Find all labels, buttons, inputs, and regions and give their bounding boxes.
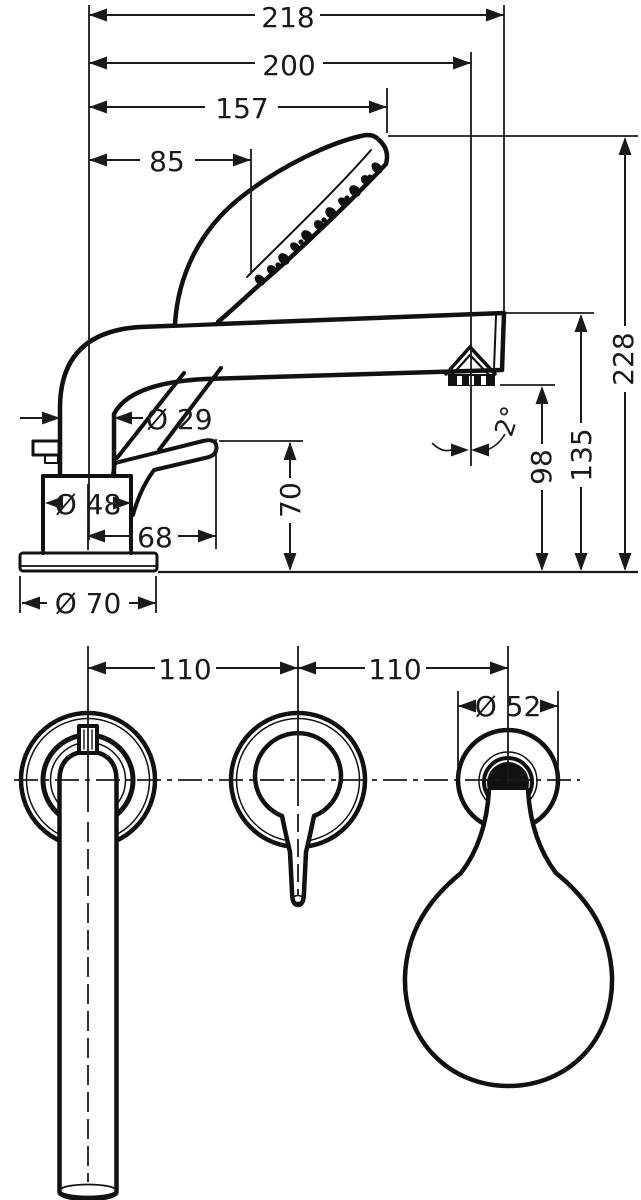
dim-spout-pipe-diameter-label: Ø 29 xyxy=(146,403,213,436)
dim-overall-width: 218 xyxy=(89,1,504,34)
hand-shower-hose xyxy=(115,366,223,460)
lever-rosette-top xyxy=(402,727,615,1089)
spout-pipe-opening xyxy=(58,1183,118,1198)
dim-spacing-left-label: 110 xyxy=(158,653,211,686)
dim-overall-width-label: 218 xyxy=(261,1,314,34)
dim-lever-height-label: 70 xyxy=(274,482,307,518)
dim-spout-pipe-diameter: Ø 29 xyxy=(20,403,213,436)
dim-lever-height: 70 xyxy=(274,442,307,571)
top-view xyxy=(18,710,615,1200)
hand-shower xyxy=(172,132,390,327)
hand-shower-face-line xyxy=(246,149,372,278)
dim-lever-reach-label: 68 xyxy=(137,521,173,554)
dim-body-diameter: Ø 48 xyxy=(45,488,131,521)
dim-overall-height-label: 228 xyxy=(607,332,640,385)
spout-flow-chevron xyxy=(444,345,497,376)
side-view xyxy=(18,132,507,573)
spout xyxy=(57,310,507,479)
dim-spout-angle: 2° xyxy=(431,403,528,457)
dim-aerator-clearance: 98 xyxy=(525,386,558,571)
dim-spacing-left: 110 xyxy=(88,653,298,686)
base-plate xyxy=(18,551,159,573)
extension-lines xyxy=(19,5,638,613)
dim-to-aerator: 200 xyxy=(89,49,471,82)
faucet-body xyxy=(41,474,133,555)
dim-base-plate-diameter-label: Ø 70 xyxy=(55,587,122,620)
dim-spout-top-height: 135 xyxy=(565,314,598,571)
dim-base-plate-diameter: Ø 70 xyxy=(22,587,156,620)
dim-to-shower-pivot: 85 xyxy=(89,145,251,178)
spout-end-face xyxy=(493,315,497,370)
dim-aerator-clearance-label: 98 xyxy=(525,449,558,485)
dim-spacing-right-label: 110 xyxy=(368,653,421,686)
side-view-dimensions: 218 200 157 85 Ø 29 xyxy=(19,1,640,620)
lever-knob xyxy=(402,787,615,1089)
dim-lever-rosette-diameter-label: Ø 52 xyxy=(475,690,542,723)
dim-overall-height: 228 xyxy=(607,137,640,571)
dim-to-aerator-label: 200 xyxy=(262,49,315,82)
dim-lever-reach: 68 xyxy=(87,521,216,554)
dim-to-shower-head-label: 157 xyxy=(215,92,268,125)
dim-lever-rosette-diameter: Ø 52 xyxy=(458,690,558,723)
dim-to-shower-head: 157 xyxy=(89,92,387,125)
dim-spout-angle-label: 2° xyxy=(490,403,528,440)
dim-spout-top-height-label: 135 xyxy=(565,428,598,481)
dim-spacing-right: 110 xyxy=(298,653,508,686)
control-lever xyxy=(111,438,219,517)
hand-shower-nozzles xyxy=(254,162,383,286)
dim-to-shower-pivot-label: 85 xyxy=(149,145,185,178)
diverter-tab xyxy=(31,439,61,464)
dim-body-diameter-label: Ø 48 xyxy=(55,488,122,521)
spout-flow-chevron-inner xyxy=(450,353,491,377)
top-view-dimensions: 110 110 Ø 52 xyxy=(14,646,580,1182)
